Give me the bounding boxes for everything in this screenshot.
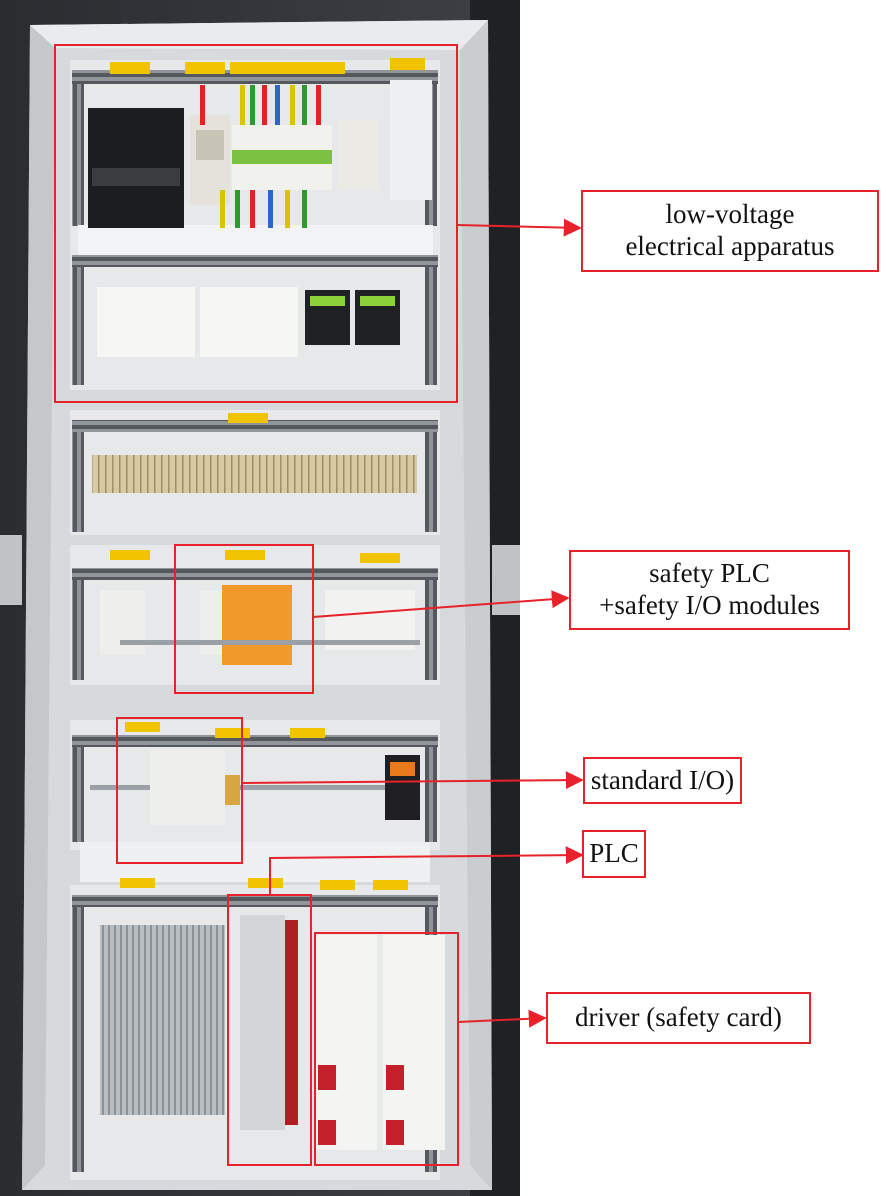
breaker-section	[70, 58, 440, 390]
highlight-safety-plc	[174, 544, 314, 694]
terminal-wires	[200, 85, 321, 228]
callout-arrows	[241, 218, 584, 1028]
highlight-low-voltage	[54, 44, 458, 403]
arrow-plc	[269, 846, 584, 895]
label-low-voltage-line2: electrical apparatus	[625, 231, 835, 261]
label-low-voltage-line1: low-voltage	[665, 199, 795, 230]
label-safety-plc: safety PLC +safety I/O modules	[569, 550, 850, 630]
label-standard-io: standard I/O)	[583, 757, 742, 804]
arrow-driver	[457, 1009, 547, 1028]
label-driver-text: driver (safety card)	[575, 1002, 782, 1033]
label-driver: driver (safety card)	[546, 992, 811, 1044]
label-safety-plc-line1: safety PLC	[649, 558, 770, 589]
label-plc-text: PLC	[589, 838, 639, 869]
safety-plc-section	[70, 545, 440, 685]
highlight-driver	[314, 932, 459, 1166]
label-plc: PLC	[582, 830, 646, 878]
terminal-block-section	[70, 410, 440, 535]
label-standard-io-text: standard I/O)	[590, 764, 735, 795]
arrow-standard-io	[241, 771, 584, 790]
arrow-low-voltage	[456, 218, 582, 237]
label-safety-plc-line2: +safety I/O modules	[599, 590, 820, 620]
label-low-voltage-apparatus: low-voltage electrical apparatus	[581, 190, 879, 272]
arrow-safety-plc	[312, 590, 570, 618]
highlight-standard-io	[116, 717, 243, 864]
plc-driver-section	[70, 878, 445, 1180]
